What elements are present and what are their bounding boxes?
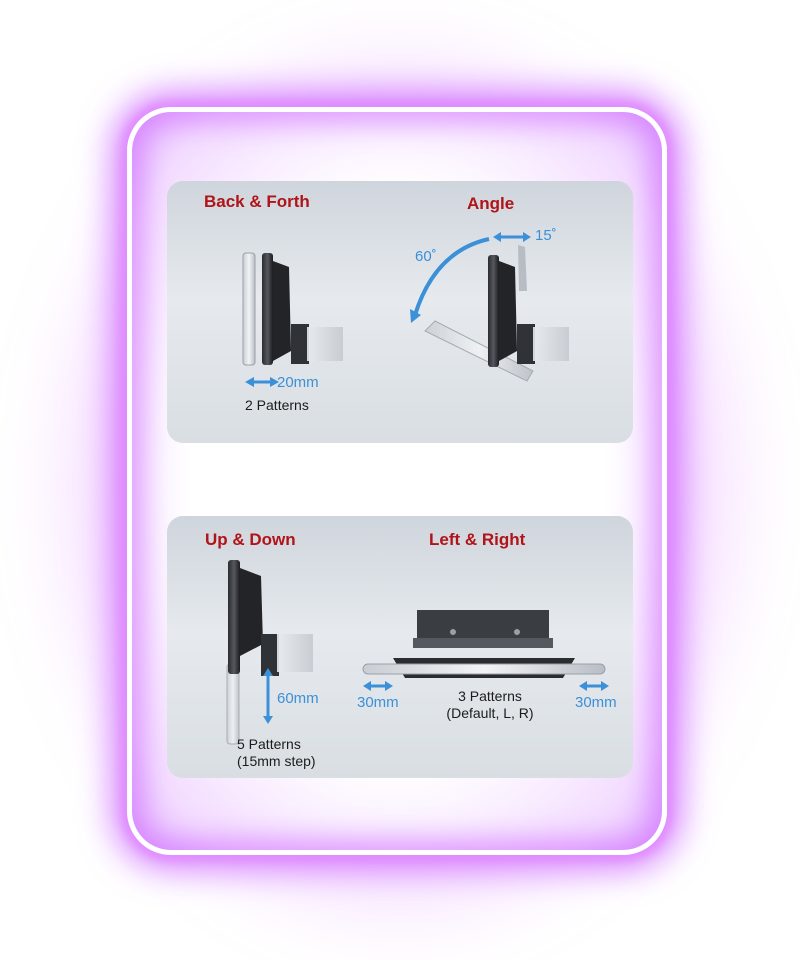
up-down-patterns-line1: 5 Patterns	[237, 736, 301, 752]
adjustment-illustrations-bottom	[226, 560, 609, 745]
section-title-left-right: Left & Right	[429, 530, 526, 549]
adjustment-illustrations-top	[242, 232, 569, 387]
angle-arc-arrow	[410, 232, 531, 323]
angle-large-value: 60˚	[415, 248, 437, 265]
left-right-device	[362, 610, 606, 678]
angle-device	[424, 245, 569, 382]
panel-up-down-left-right: Up & Down Left & Right 60mm 5 Patterns (…	[167, 516, 633, 778]
left-right-arrows	[363, 681, 609, 691]
up-down-patterns: 5 Patterns (15mm step)	[237, 736, 316, 770]
angle-small-value: 15˚	[535, 227, 557, 244]
panel-back-forth-angle: Back & Forth Angle 20mm 2 Patterns 60˚ 1…	[167, 181, 633, 443]
up-down-device	[226, 560, 313, 745]
left-distance: 30mm	[357, 694, 399, 711]
back-forth-device	[242, 252, 343, 366]
back-forth-distance: 20mm	[277, 374, 319, 391]
back-forth-arrow	[245, 377, 279, 387]
up-down-patterns-line2: (15mm step)	[237, 753, 316, 769]
section-title-back-forth: Back & Forth	[204, 192, 310, 211]
back-forth-patterns: 2 Patterns	[245, 397, 309, 413]
left-right-patterns-line2: (Default, L, R)	[446, 705, 534, 721]
right-distance: 30mm	[575, 694, 617, 711]
up-down-distance: 60mm	[277, 690, 319, 707]
left-right-patterns-line1: 3 Patterns	[458, 688, 522, 704]
up-down-arrow	[263, 668, 273, 724]
section-title-angle: Angle	[467, 194, 515, 213]
left-right-patterns: 3 Patterns (Default, L, R)	[433, 688, 547, 722]
section-title-up-down: Up & Down	[205, 530, 296, 549]
